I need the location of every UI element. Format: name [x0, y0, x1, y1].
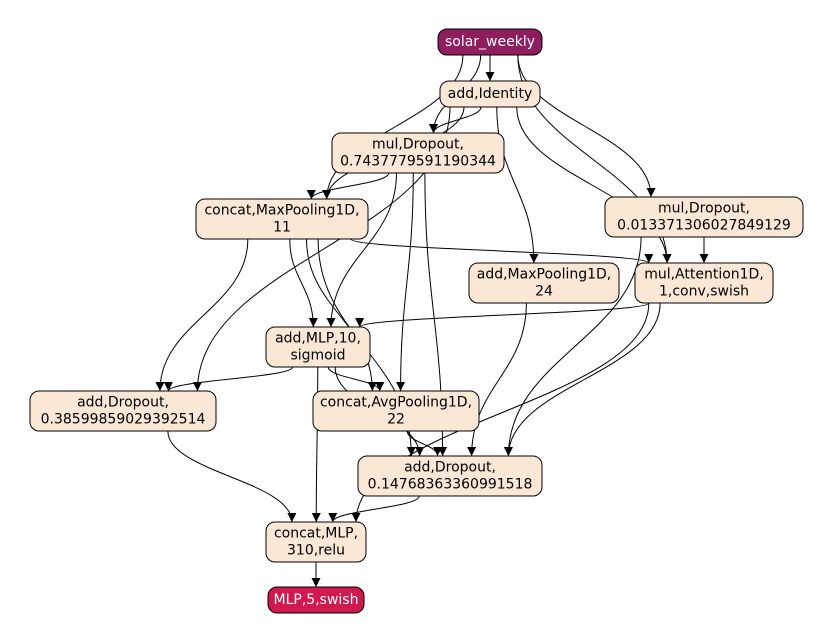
edge-add_dropout_014-to-concat_mlp: [328, 495, 420, 523]
node-label-line: 24: [535, 284, 553, 300]
edge-add_identity-to-mul_attention: [516, 106, 672, 264]
node-mul-attention: mul,Attention1D,1,conv,swish: [634, 262, 774, 304]
node-label-line: 0.013371306027849129: [617, 218, 791, 234]
node-label-line: 0.14768363360991518: [368, 477, 533, 493]
node-add-dropout-014: add,Dropout,0.14768363360991518: [357, 455, 543, 497]
node-label-line: 0.7437779591190344: [340, 154, 496, 170]
node-label-line: add,MLP,10,: [275, 331, 361, 347]
edge-concat_avgpool-to-add_dropout_014: [406, 430, 443, 457]
node-label-line: add,MaxPooling1D,: [477, 267, 612, 283]
node-box: [195, 198, 369, 240]
node-label-line: concat,AvgPooling1D,: [320, 395, 472, 411]
node-box: [265, 521, 367, 563]
node-label-line: 310,relu: [287, 543, 345, 559]
node-add-maxpool: add,MaxPooling1D,24: [468, 262, 620, 304]
edge-add_identity-to-add_maxpool: [496, 106, 539, 264]
node-concat-maxpool: concat,MaxPooling1D,11: [195, 198, 369, 240]
node-mul-dropout-001: mul,Dropout,0.013371306027849129: [604, 196, 804, 238]
edge-mul_dropout_074-to-add_mlp: [326, 172, 397, 328]
node-add-dropout-038: add,Dropout,0.38599859029392514: [29, 390, 217, 432]
nodes: solar_weeklyadd,Identitymul,Dropout,0.74…: [29, 28, 804, 614]
node-box: [267, 586, 365, 614]
edge-add_identity-to-mul_dropout_074: [429, 106, 482, 134]
edge-mul_dropout_074-to-concat_maxpool: [306, 172, 390, 200]
node-label-line: mul,Dropout,: [372, 137, 464, 153]
edge-add_mlp-to-add_dropout_038: [163, 366, 294, 392]
node-concat-avgpool: concat,AvgPooling1D,22: [312, 390, 480, 432]
edge-concat_maxpool-to-concat_avgpool: [306, 238, 377, 392]
node-box: [604, 196, 804, 238]
node-box: [437, 28, 543, 56]
node-concat-mlp: concat,MLP,310,relu: [265, 521, 367, 563]
node-label-line: sigmoid: [290, 348, 345, 364]
node-label-line: 22: [387, 412, 405, 428]
node-add-identity: add,Identity: [439, 80, 541, 108]
edge-concat_maxpool-to-add_dropout_038: [155, 238, 249, 392]
node-label-line: add,Dropout,: [77, 395, 169, 411]
node-box: [331, 132, 505, 174]
node-label-line: concat,MaxPooling1D,: [204, 203, 359, 219]
node-label-line: mul,Dropout,: [658, 201, 750, 217]
node-label-line: concat,MLP,: [274, 526, 358, 542]
node-box: [439, 80, 541, 108]
node-box: [29, 390, 217, 432]
edge-solar_weekly-to-concat_maxpool: [322, 54, 464, 200]
edge-solar_weekly-to-mul_dropout_001: [517, 54, 656, 198]
node-label-line: 1,conv,swish: [659, 284, 749, 300]
edge-add_dropout_038-to-concat_mlp: [167, 430, 297, 523]
edge-concat_maxpool-to-mul_attention: [350, 238, 654, 264]
edge-add_mlp-to-concat_avgpool: [327, 366, 385, 392]
node-label-line: add,Dropout,: [404, 460, 496, 476]
edge-concat_maxpool-to-add_mlp: [289, 238, 318, 328]
node-label-line: add,Identity: [448, 86, 532, 102]
node-label-line: solar_weekly: [445, 34, 535, 50]
node-mlp-output: MLP,5,swish: [267, 586, 365, 614]
node-label-line: 0.38599859029392514: [41, 412, 206, 428]
edge-mul_attention-to-add_dropout_014: [503, 302, 661, 457]
node-box: [634, 262, 774, 304]
node-box: [312, 390, 480, 432]
edge-add_mlp-to-concat_mlp: [311, 366, 321, 523]
edge-add_maxpool-to-add_dropout_014: [467, 302, 527, 457]
node-box: [468, 262, 620, 304]
node-label-line: MLP,5,swish: [274, 592, 359, 608]
edge-mul_attention-to-add_mlp: [355, 302, 650, 328]
node-box: [265, 326, 371, 368]
node-label-line: mul,Attention1D,: [644, 267, 764, 283]
node-mul-dropout-074: mul,Dropout,0.7437779591190344: [331, 132, 505, 174]
node-solar-weekly: solar_weekly: [437, 28, 543, 56]
node-label-line: 11: [273, 220, 291, 236]
node-add-mlp: add,MLP,10,sigmoid: [265, 326, 371, 368]
edge-mul_dropout_074-to-concat_avgpool: [396, 172, 414, 392]
node-box: [357, 455, 543, 497]
